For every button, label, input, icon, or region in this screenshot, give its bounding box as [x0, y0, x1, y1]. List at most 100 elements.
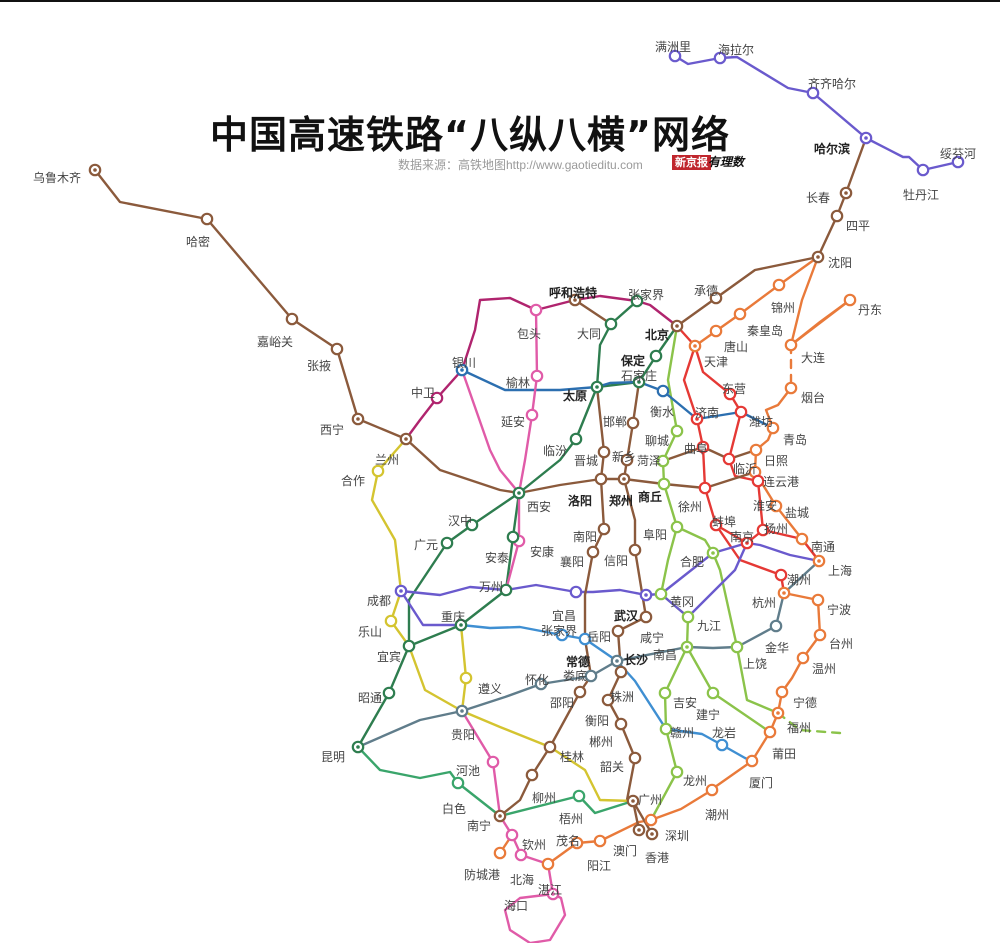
station-marker [620, 453, 634, 467]
station-marker [200, 212, 214, 226]
station-marker [670, 520, 684, 534]
station-label: 四平 [846, 219, 870, 233]
station-label: 建宁 [696, 707, 720, 722]
station-label: 东营 [722, 382, 746, 396]
hub-dot [93, 168, 97, 172]
station-label: 南通 [811, 539, 835, 554]
station-label: 韶关 [600, 759, 624, 774]
station-label: 阳江 [587, 859, 611, 873]
station-marker [534, 677, 548, 691]
station-marker [628, 543, 642, 557]
station-marker [570, 836, 584, 850]
rail-line [595, 299, 639, 389]
station-label: 白色 [442, 801, 466, 816]
rail-line [649, 324, 690, 822]
station-marker [451, 776, 465, 790]
hub-dot [817, 559, 821, 563]
station-marker [772, 278, 786, 292]
rail-line [460, 709, 567, 943]
station-label: 成都 [367, 594, 391, 608]
station-label: 日照 [764, 454, 788, 468]
station-label: 岳阳 [587, 630, 611, 644]
station-marker [763, 725, 777, 739]
station-label: 钦州 [522, 838, 546, 852]
rail-line [789, 298, 852, 347]
rail-line [675, 525, 780, 715]
hub-dot [498, 814, 502, 818]
hub-dot [460, 709, 464, 713]
station-label: 南阳 [573, 529, 597, 544]
station-label: 湛江 [538, 883, 562, 897]
station-marker [745, 754, 759, 768]
station-marker [499, 583, 513, 597]
station-marker [784, 381, 798, 395]
rail-line [370, 437, 635, 803]
station-marker [384, 614, 398, 628]
station-label: 合作 [341, 473, 365, 488]
station-marker [775, 685, 789, 699]
station-label: 龙岩 [712, 725, 736, 740]
station-marker [769, 499, 783, 513]
station-marker [371, 464, 385, 478]
station-label: 西宁 [320, 422, 344, 437]
rail-stations [88, 49, 965, 901]
station-label: 河池 [456, 764, 480, 778]
station-label: 新乡 [612, 449, 636, 464]
station-label: 长春 [806, 191, 830, 205]
station-label: 承德 [694, 283, 718, 298]
station-marker [733, 307, 747, 321]
station-label: 厦门 [749, 775, 773, 790]
station-label: 宜昌 [552, 608, 576, 623]
station-label: 淮安 [753, 498, 777, 513]
station-label: 牡丹江 [903, 187, 939, 202]
station-label: 乐山 [358, 625, 382, 639]
station-label: 潮州 [705, 807, 729, 822]
station-marker [578, 632, 592, 646]
station-label: 台州 [829, 636, 853, 651]
station-label: 兰州 [375, 453, 399, 467]
hub-dot [399, 589, 403, 593]
station-label: 聊城 [645, 434, 669, 448]
station-marker [705, 783, 719, 797]
station-label: 梧州 [559, 811, 583, 826]
station-marker [593, 834, 607, 848]
station-label: 蚌埠 [712, 515, 736, 529]
hub-dot [637, 380, 641, 384]
map-title: 中国高速铁路“八纵八横”网络 [210, 113, 730, 157]
station-label: 武汉 [614, 608, 639, 623]
station-marker [614, 665, 628, 679]
station-label: 澳门 [613, 843, 637, 858]
station-marker [382, 686, 396, 700]
station-label: 九江 [697, 619, 721, 633]
station-label: 宜宾 [377, 649, 401, 664]
station-label: 沈阳 [828, 255, 852, 270]
station-marker [543, 740, 557, 754]
hub-dot [631, 799, 635, 803]
station-label: 长沙 [624, 652, 648, 667]
hub-dot [695, 417, 699, 421]
station-marker [594, 472, 608, 486]
station-marker [696, 440, 710, 454]
station-label: 赣州 [670, 726, 694, 740]
station-label: 万州 [479, 580, 503, 594]
station-label: 北海 [510, 872, 534, 887]
station-marker [706, 686, 720, 700]
station-marker [330, 342, 344, 356]
station-label: 南宁 [467, 818, 491, 833]
station-marker [604, 317, 618, 331]
station-label: 嘉峪关 [257, 335, 293, 349]
station-label: 南京 [730, 529, 754, 544]
station-label: 延安 [501, 414, 525, 429]
hub-dot [573, 298, 577, 302]
station-marker [659, 722, 673, 736]
station-marker [597, 445, 611, 459]
station-marker [505, 828, 519, 842]
station-label: 株洲 [610, 689, 634, 704]
station-marker [541, 857, 555, 871]
station-label: 南昌 [653, 647, 677, 662]
hub-dot [844, 191, 848, 195]
station-labels: 满洲里海拉尔齐齐哈尔哈尔滨绥芬河牡丹江长春四平沈阳丹东大连烟台锦州秦皇岛唐山承德… [33, 40, 976, 913]
rail-line [631, 799, 654, 836]
station-marker [713, 51, 727, 65]
station-label: 保定 [620, 353, 645, 368]
